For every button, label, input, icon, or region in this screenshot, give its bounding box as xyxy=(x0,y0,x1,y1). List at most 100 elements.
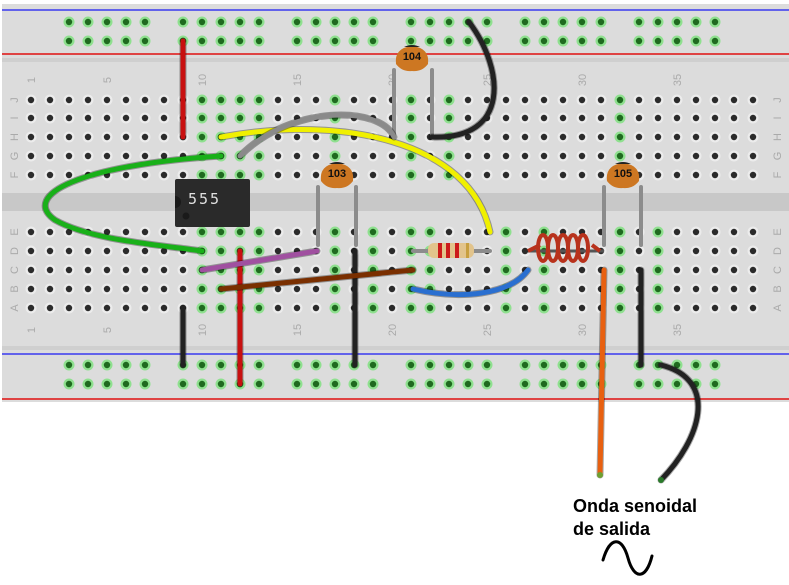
hole xyxy=(122,285,130,293)
capacitor-105[interactable]: 105 xyxy=(602,162,643,247)
rail-hole xyxy=(559,37,567,45)
hole xyxy=(312,152,320,160)
hole xyxy=(654,133,662,141)
hole xyxy=(673,171,681,179)
hole xyxy=(312,285,320,293)
hole xyxy=(502,266,510,274)
ic-label: 555 xyxy=(188,190,221,208)
row-label: D xyxy=(772,247,784,255)
hole xyxy=(217,228,225,236)
hole xyxy=(730,228,738,236)
hole xyxy=(407,304,415,312)
hole xyxy=(293,228,301,236)
hole xyxy=(103,228,111,236)
column-label: 35 xyxy=(672,74,684,86)
wire-green-loop[interactable] xyxy=(41,152,225,255)
hole xyxy=(445,96,453,104)
rail-hole xyxy=(65,18,73,26)
rail-hole xyxy=(578,361,586,369)
hole xyxy=(65,266,73,274)
hole xyxy=(103,285,111,293)
hole xyxy=(597,96,605,104)
wire-gray[interactable] xyxy=(236,111,398,160)
hole xyxy=(749,96,757,104)
hole xyxy=(464,96,472,104)
hole xyxy=(673,96,681,104)
hole xyxy=(749,285,757,293)
hole xyxy=(730,152,738,160)
inductor[interactable] xyxy=(527,233,604,263)
hole xyxy=(27,96,35,104)
row-label: F xyxy=(9,171,21,178)
rail-hole xyxy=(559,18,567,26)
rail-hole xyxy=(331,18,339,26)
capacitor-body xyxy=(606,163,640,189)
hole xyxy=(46,114,54,122)
resistor[interactable] xyxy=(411,243,492,258)
hole xyxy=(388,228,396,236)
wire-blue[interactable] xyxy=(409,266,532,299)
hole xyxy=(540,114,548,122)
hole xyxy=(521,304,529,312)
rail-hole xyxy=(540,18,548,26)
hole xyxy=(103,133,111,141)
hole xyxy=(103,247,111,255)
hole xyxy=(388,152,396,160)
hole xyxy=(654,114,662,122)
hole xyxy=(388,285,396,293)
output-caption: Onda senoidal de salida xyxy=(573,495,697,541)
rail-hole xyxy=(293,380,301,388)
ic-body xyxy=(175,179,250,227)
hole xyxy=(692,247,700,255)
hole xyxy=(46,266,54,274)
capacitor-104[interactable]: 104 xyxy=(392,45,434,139)
hole xyxy=(331,96,339,104)
wire-black-output[interactable] xyxy=(657,361,702,484)
wire-yellow[interactable] xyxy=(217,126,494,236)
hole xyxy=(103,114,111,122)
rail-hole xyxy=(483,361,491,369)
rail-hole xyxy=(521,380,529,388)
hole xyxy=(445,285,453,293)
hole xyxy=(103,304,111,312)
rail-hole xyxy=(559,380,567,388)
hole xyxy=(749,247,757,255)
hole xyxy=(483,266,491,274)
row-label: C xyxy=(9,266,21,274)
hole xyxy=(407,114,415,122)
hole xyxy=(65,114,73,122)
hole xyxy=(46,96,54,104)
rail-hole xyxy=(65,361,73,369)
hole xyxy=(122,152,130,160)
wire-brown[interactable] xyxy=(217,266,417,293)
row-label: J xyxy=(9,97,21,103)
hole xyxy=(502,96,510,104)
hole xyxy=(236,171,244,179)
wire-orange-output[interactable] xyxy=(596,266,608,479)
hole xyxy=(217,247,225,255)
capacitor-103[interactable]: 103 xyxy=(316,162,358,247)
wire-purple[interactable] xyxy=(198,247,321,274)
ic-555[interactable]: 555 xyxy=(175,179,250,227)
column-label: 30 xyxy=(577,74,589,86)
hole xyxy=(179,228,187,236)
hole xyxy=(502,114,510,122)
hole xyxy=(749,266,757,274)
hole xyxy=(673,266,681,274)
rail-hole xyxy=(312,18,320,26)
hole xyxy=(483,152,491,160)
row-label: F xyxy=(772,171,784,178)
rail-hole xyxy=(673,380,681,388)
hole xyxy=(502,228,510,236)
hole xyxy=(312,304,320,312)
rail-hole xyxy=(255,37,263,45)
column-label: 30 xyxy=(577,324,589,336)
hole xyxy=(122,304,130,312)
hole xyxy=(46,152,54,160)
hole xyxy=(711,247,719,255)
hole xyxy=(578,96,586,104)
capacitor-body xyxy=(395,46,429,72)
hole xyxy=(122,228,130,236)
hole xyxy=(27,285,35,293)
wire-black-gnd-cap104[interactable] xyxy=(428,18,498,141)
